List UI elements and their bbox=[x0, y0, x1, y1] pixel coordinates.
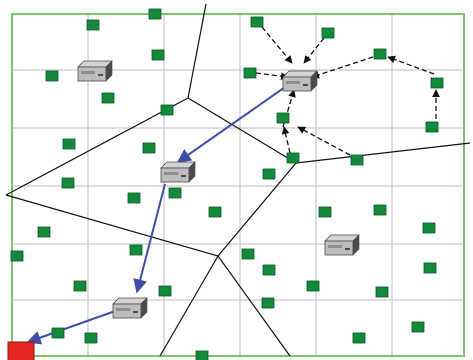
sensor-node bbox=[318, 206, 332, 218]
cluster-head-server bbox=[160, 161, 196, 183]
sensor-node bbox=[84, 332, 98, 344]
sensor-node bbox=[73, 280, 87, 292]
server-led bbox=[181, 175, 186, 177]
mobile-path-arrow bbox=[26, 309, 119, 345]
sensor-node bbox=[208, 206, 222, 218]
sensor-node bbox=[101, 92, 115, 104]
relay-arrow bbox=[303, 37, 325, 64]
sensor-node bbox=[61, 177, 75, 189]
server-slot bbox=[116, 308, 130, 311]
sensor-node bbox=[352, 332, 366, 344]
sensor-node bbox=[261, 297, 275, 309]
sensor-node bbox=[286, 152, 300, 164]
server-led bbox=[133, 311, 138, 313]
voronoi-edge bbox=[187, 97, 297, 164]
server-led bbox=[98, 74, 103, 76]
server-led bbox=[303, 84, 308, 86]
sensor-node bbox=[375, 286, 389, 298]
field-border bbox=[11, 13, 465, 357]
sensor-node bbox=[423, 262, 437, 274]
sensor-node bbox=[195, 350, 209, 360]
sensor-node bbox=[411, 321, 425, 333]
sensor-node bbox=[430, 77, 444, 89]
sensor-node bbox=[306, 280, 320, 292]
server-slot bbox=[286, 81, 300, 84]
sensor-node bbox=[373, 48, 387, 60]
server-slot bbox=[81, 71, 95, 74]
voronoi-edge bbox=[159, 255, 219, 357]
cluster-head-server bbox=[282, 70, 318, 92]
server-slot bbox=[328, 245, 342, 248]
sensor-node bbox=[62, 138, 76, 150]
voronoi-edge bbox=[5, 97, 189, 196]
relay-arrow bbox=[311, 56, 374, 79]
sensor-node bbox=[160, 104, 174, 116]
relay-arrows bbox=[255, 26, 440, 156]
server-slot bbox=[164, 172, 178, 175]
mobile-path-arrow bbox=[133, 183, 166, 294]
voronoi-edge bbox=[217, 162, 297, 257]
relay-arrow bbox=[282, 89, 296, 128]
sensor-node bbox=[45, 70, 59, 82]
mobile-sink-path bbox=[26, 84, 289, 345]
cluster-heads bbox=[77, 60, 360, 319]
sensor-node bbox=[148, 8, 162, 20]
sensor-node bbox=[37, 226, 51, 238]
sensor-node bbox=[350, 154, 364, 166]
sensor-node bbox=[422, 222, 436, 234]
sensor-nodes bbox=[10, 8, 444, 360]
sensor-node bbox=[127, 192, 141, 204]
sink-node bbox=[7, 341, 35, 360]
voronoi-edge bbox=[187, 3, 207, 99]
sensor-node bbox=[250, 16, 264, 28]
sensor-node bbox=[243, 67, 257, 79]
sensor-node bbox=[86, 19, 100, 31]
sensor-node bbox=[10, 250, 24, 262]
sensor-node bbox=[142, 142, 156, 154]
cluster-head-server bbox=[112, 297, 148, 319]
voronoi-edge bbox=[5, 194, 219, 257]
sensor-node bbox=[51, 327, 65, 339]
server-led bbox=[345, 248, 350, 250]
voronoi-edge bbox=[217, 255, 291, 357]
sensor-node bbox=[425, 121, 439, 133]
cluster-head-server bbox=[324, 234, 360, 256]
mobile-path-arrow bbox=[176, 84, 289, 163]
sensor-node bbox=[276, 112, 290, 124]
relay-arrow bbox=[387, 55, 435, 75]
sensor-node bbox=[129, 244, 143, 256]
sensor-node bbox=[373, 204, 387, 216]
sensor-node bbox=[241, 248, 255, 260]
sensor-node bbox=[262, 264, 276, 276]
voronoi-edge bbox=[295, 142, 471, 164]
relay-arrow bbox=[281, 126, 291, 154]
voronoi-partition bbox=[5, 3, 471, 357]
sensor-node bbox=[168, 187, 182, 199]
sensor-node bbox=[151, 49, 165, 61]
sensor-node bbox=[262, 168, 276, 180]
sensor-node bbox=[321, 27, 335, 39]
relay-arrow bbox=[297, 126, 351, 156]
cluster-head-server bbox=[77, 60, 113, 82]
relay-arrow bbox=[255, 72, 289, 80]
sensor-node bbox=[158, 285, 172, 297]
